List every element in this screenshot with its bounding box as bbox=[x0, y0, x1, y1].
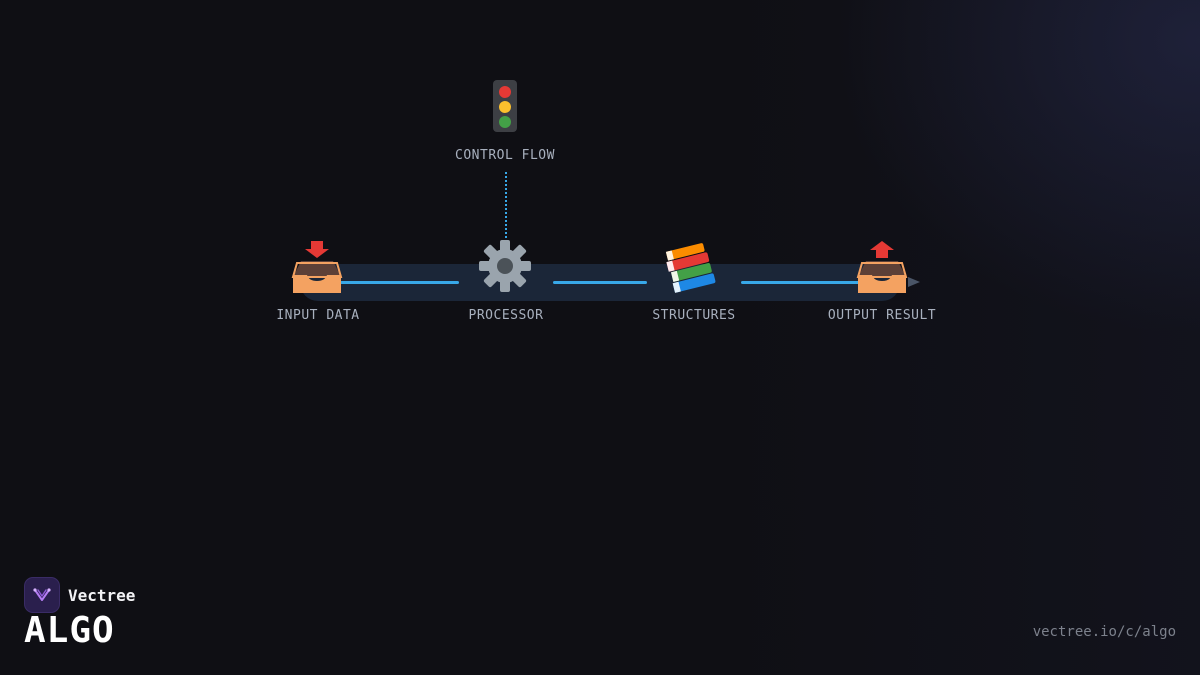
outbox-tray-icon bbox=[850, 237, 914, 297]
source-url: vectree.io/c/algo bbox=[1032, 624, 1176, 640]
vectree-logo-icon bbox=[24, 577, 60, 613]
arrow-head bbox=[908, 277, 920, 287]
brand-name: Vectree bbox=[68, 585, 136, 605]
traffic-light-icon bbox=[473, 76, 537, 136]
connector-processor-structures bbox=[553, 281, 647, 284]
gear-icon bbox=[473, 236, 537, 296]
output-result-label: OUTPUT RESULT bbox=[827, 308, 937, 323]
processor-label: PROCESSOR bbox=[468, 308, 544, 323]
structures-label: STRUCTURES bbox=[652, 308, 736, 323]
connector-input-processor bbox=[340, 281, 459, 284]
books-icon bbox=[662, 236, 726, 296]
input-data-label: INPUT DATA bbox=[276, 308, 360, 323]
inbox-tray-icon bbox=[285, 237, 349, 297]
connector-structures-output bbox=[741, 281, 861, 284]
control-flow-label: CONTROL FLOW bbox=[455, 148, 555, 163]
page-title: ALGO bbox=[24, 610, 115, 651]
control-flow-connector bbox=[505, 172, 507, 238]
brand: Vectree bbox=[24, 577, 135, 613]
